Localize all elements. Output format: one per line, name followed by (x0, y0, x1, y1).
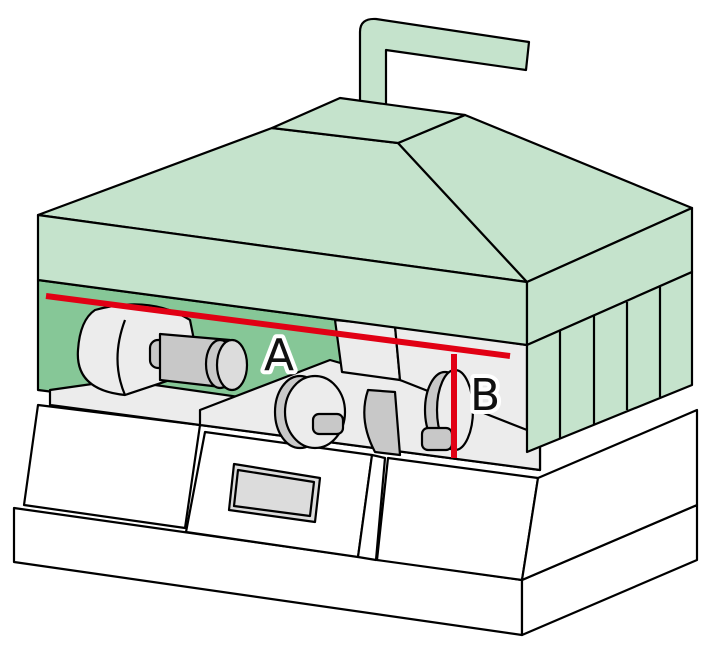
dimension-lines (45, 293, 511, 458)
label-a: A (264, 330, 294, 381)
dimension-a-line (45, 293, 511, 359)
machine-base (12, 403, 699, 637)
fume-hood (36, 96, 694, 454)
label-b: B (470, 370, 500, 421)
